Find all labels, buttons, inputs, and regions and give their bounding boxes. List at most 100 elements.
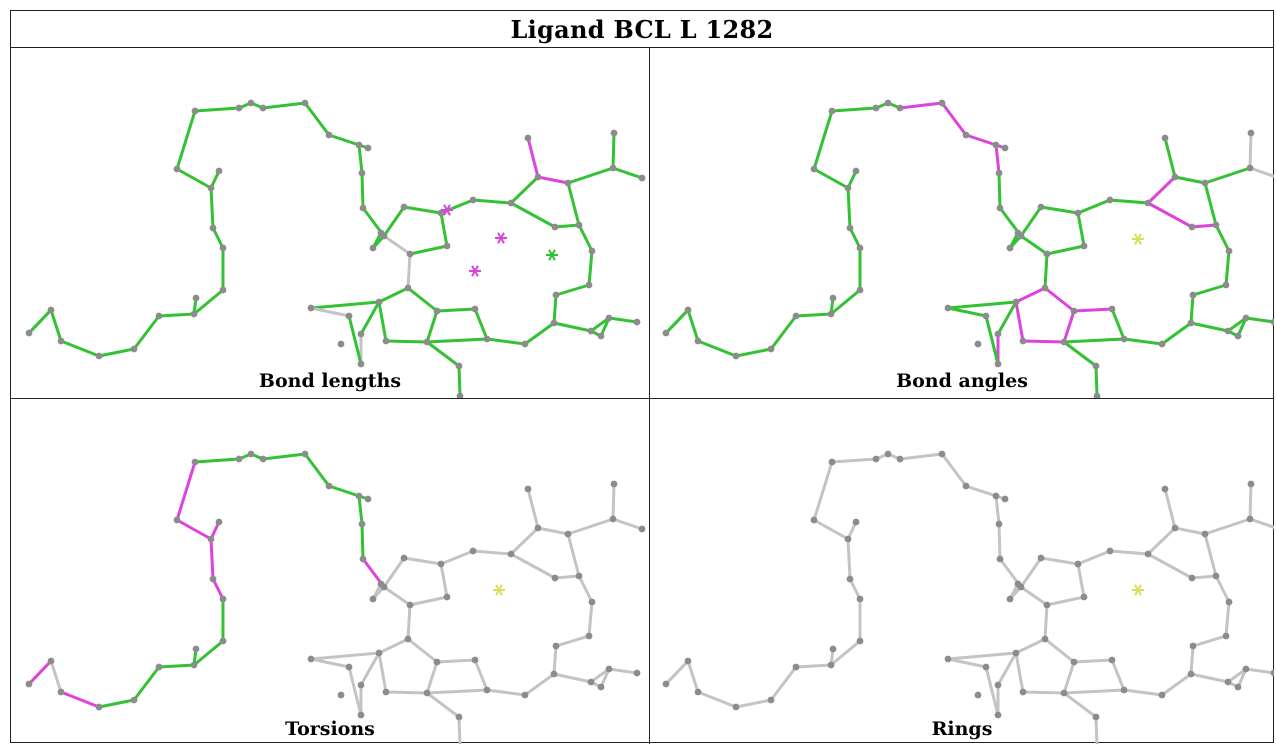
atom (1120, 686, 1128, 694)
bond (589, 667, 611, 684)
bond (175, 518, 213, 541)
atom (827, 661, 835, 669)
bond (1203, 181, 1218, 227)
bond (1072, 658, 1114, 664)
bond (406, 252, 412, 290)
bond (473, 307, 489, 341)
atom (47, 657, 55, 665)
atom (357, 681, 365, 689)
column-divider (649, 47, 650, 744)
bond (1173, 175, 1207, 185)
atom (1043, 250, 1051, 258)
bond (794, 663, 833, 669)
bond (457, 364, 462, 398)
atom (550, 319, 558, 327)
bond (192, 639, 225, 667)
bond (471, 198, 513, 205)
bond (157, 312, 196, 318)
bond (425, 309, 439, 344)
atom (856, 286, 864, 294)
bond (27, 308, 53, 335)
bond (377, 286, 410, 304)
atom (587, 327, 595, 335)
atom (1212, 572, 1220, 580)
atom (215, 518, 223, 526)
atom (944, 655, 952, 663)
atom (355, 141, 363, 149)
bond (554, 634, 591, 648)
atom (992, 492, 1000, 500)
atom (792, 312, 800, 320)
atom (609, 164, 617, 172)
atom (507, 199, 515, 207)
bond (1146, 526, 1177, 556)
atom (433, 658, 441, 666)
atom (552, 642, 560, 650)
atom (994, 681, 1002, 689)
bond (554, 283, 591, 297)
atom (190, 661, 198, 669)
bond (485, 688, 527, 697)
panel-bond-lengths: Bond lengths (11, 48, 649, 398)
bond (402, 556, 443, 566)
atom (694, 688, 702, 696)
bond (946, 300, 1018, 310)
bond (1019, 205, 1043, 238)
caption-bond-angles: Bond angles (896, 370, 1028, 392)
bond (303, 452, 331, 488)
atom (1171, 173, 1179, 181)
bond (1163, 136, 1177, 179)
atom (471, 305, 479, 313)
atom (345, 312, 353, 320)
bond (566, 166, 615, 185)
atom (455, 362, 463, 370)
atom (247, 99, 255, 107)
atom (1187, 319, 1195, 327)
atom (884, 450, 892, 458)
atom (377, 229, 385, 237)
torsions-molecule-view (25, 450, 646, 744)
bond (686, 308, 700, 343)
bond (425, 340, 461, 368)
atom (585, 632, 593, 640)
atom (1092, 713, 1100, 721)
bond (425, 660, 439, 695)
bond (1062, 688, 1126, 695)
bond (360, 171, 365, 210)
bond (1043, 603, 1049, 641)
atom (57, 337, 65, 345)
atom (190, 310, 198, 318)
bond (1110, 658, 1126, 692)
atom (404, 635, 412, 643)
atom (1234, 683, 1242, 691)
atom (423, 689, 431, 697)
atom (406, 601, 414, 609)
bond (1190, 574, 1218, 580)
bond (611, 482, 616, 521)
atom (534, 173, 542, 181)
atom (219, 637, 227, 645)
bond (175, 109, 197, 171)
bond (1094, 715, 1099, 744)
atom (1222, 632, 1230, 640)
bond (309, 657, 351, 669)
atom (610, 129, 618, 137)
bond (406, 286, 439, 313)
bond (1076, 562, 1086, 599)
bond (696, 690, 738, 709)
atom (521, 340, 529, 348)
atom (1093, 392, 1101, 398)
atom (534, 524, 542, 532)
atom (173, 516, 181, 524)
atom (938, 450, 946, 458)
bond (1045, 244, 1086, 256)
bond (830, 457, 878, 464)
ligand-validation-table: Ligand BCL L 1282 Bond lengths Bond angl… (10, 10, 1274, 744)
atom (1006, 595, 1014, 603)
row-divider (11, 398, 1273, 399)
bond (382, 556, 406, 589)
atom (1222, 281, 1230, 289)
bond (425, 691, 461, 719)
bond (1072, 307, 1114, 313)
bond (1163, 487, 1177, 530)
